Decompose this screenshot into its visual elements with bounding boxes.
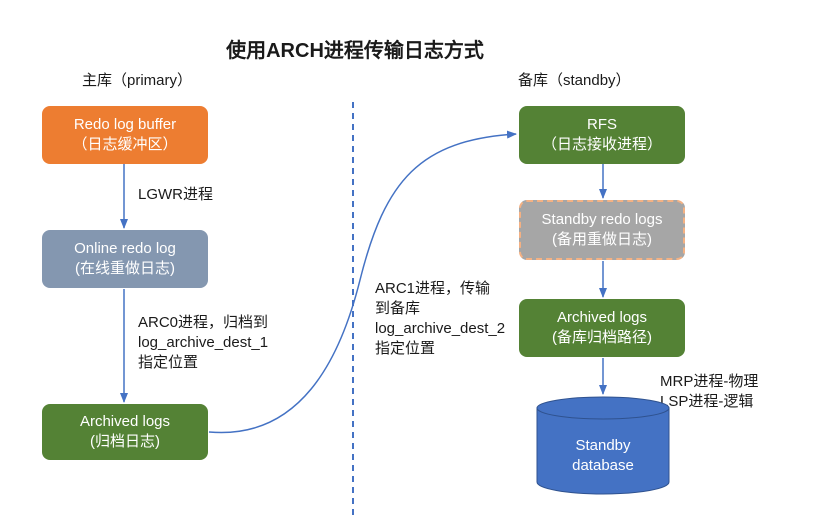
diagram-title: 使用ARCH进程传输日志方式: [226, 40, 484, 62]
standby-archived-logs-title: Archived logs: [556, 309, 648, 326]
primary-archived-logs-title: Archived logs: [79, 413, 171, 430]
standby-archived-logs-subtitle: (备库归档路径): [552, 329, 652, 346]
arc0-note-line: log_archive_dest_1: [138, 334, 269, 351]
mrp-lsp-note: MRP进程-物理 LSP进程-逻辑: [660, 372, 758, 412]
lgwr-note: LGWR进程: [138, 186, 214, 203]
rfs-subtitle: （日志接收进程）: [541, 136, 662, 153]
arrow-archived-to-rfs: [208, 130, 517, 434]
arc0-note-line: ARC0进程，归档到: [138, 314, 269, 331]
rfs-box: RFS （日志接收进程）: [519, 106, 685, 164]
rfs-title: RFS: [587, 116, 617, 133]
standby-database-line: database: [572, 457, 634, 474]
standby-database-line: Standby: [575, 437, 631, 454]
arc0-note-line: 指定位置: [138, 354, 199, 371]
redo-log-buffer-box: Redo log buffer （日志缓冲区）: [42, 106, 208, 164]
database-cylinder-icon: [536, 396, 670, 495]
standby-redo-logs-title: Standby redo logs: [541, 211, 663, 228]
online-redo-log-box: Online redo log (在线重做日志): [42, 230, 208, 288]
arc1-note-line: log_archive_dest_2: [375, 320, 506, 337]
online-redo-log-subtitle: (在线重做日志): [75, 260, 175, 277]
standby-redo-logs-subtitle: (备用重做日志): [552, 231, 652, 248]
lsp-note-line: LSP进程-逻辑: [660, 393, 754, 410]
arc0-note: ARC0进程，归档到 log_archive_dest_1 指定位置: [138, 313, 268, 373]
arc1-note-line: ARC1进程，传输: [375, 280, 491, 297]
standby-database-label: Standby database: [536, 436, 670, 476]
primary-label: 主库（primary）: [82, 72, 193, 89]
primary-archived-logs-box: Archived logs (归档日志): [42, 404, 208, 460]
arc1-note: ARC1进程，传输 到备库 log_archive_dest_2 指定位置: [375, 279, 505, 359]
standby-archived-logs-box: Archived logs (备库归档路径): [519, 299, 685, 357]
standby-redo-logs-box: Standby redo logs (备用重做日志): [519, 200, 685, 260]
redo-log-buffer-subtitle: （日志缓冲区）: [72, 136, 178, 153]
arc1-note-line: 指定位置: [375, 340, 436, 357]
redo-log-buffer-title: Redo log buffer: [73, 116, 177, 133]
standby-label: 备库（standby）: [518, 72, 631, 89]
mrp-note-line: MRP进程-物理: [660, 373, 759, 390]
primary-archived-logs-subtitle: (归档日志): [90, 433, 160, 450]
arc1-note-line: 到备库: [375, 300, 421, 317]
online-redo-log-title: Online redo log: [74, 240, 176, 257]
